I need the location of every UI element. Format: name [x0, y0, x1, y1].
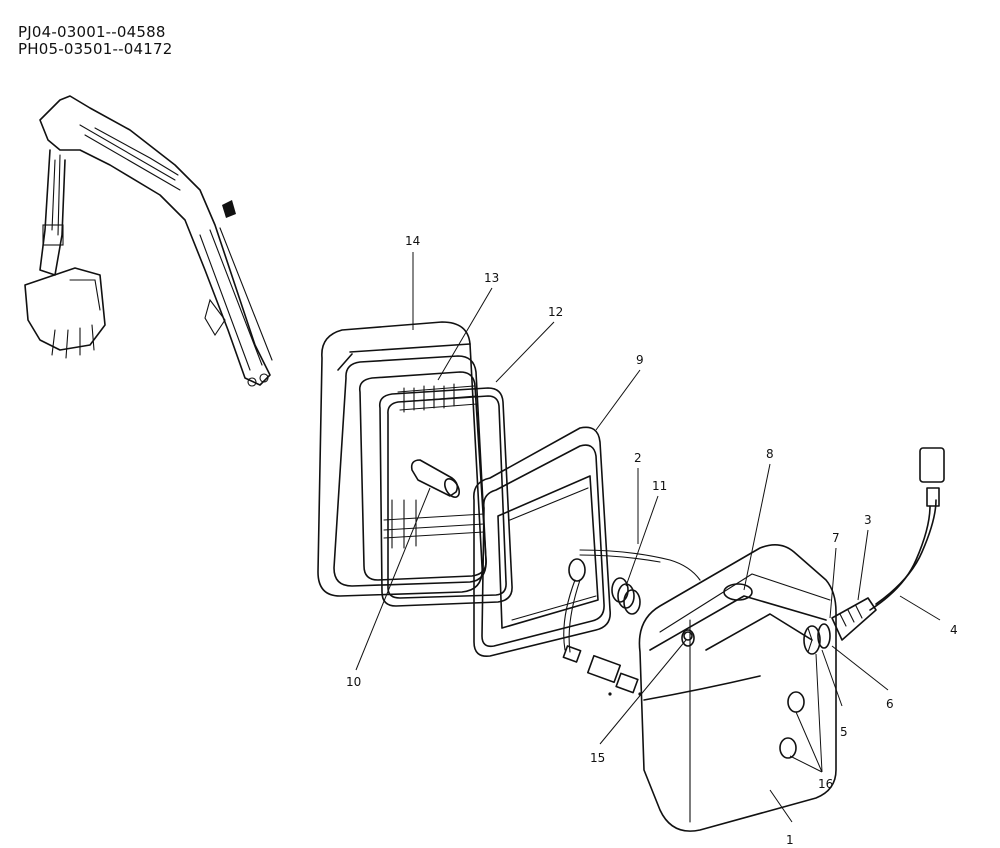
callout-4: 4	[950, 623, 958, 637]
callout-3: 3	[864, 513, 872, 527]
leader-lines	[355, 252, 941, 823]
serial-range-1: PJ04-03001--04588	[18, 23, 166, 41]
part-1-lamp-body	[638, 544, 837, 832]
callout-6: 6	[886, 697, 894, 711]
callout-10: 10	[346, 675, 361, 689]
part-5-6-7-grommet	[803, 623, 831, 655]
callout-8: 8	[766, 447, 774, 461]
part-9-reflector	[473, 426, 612, 658]
serial-range-block: PJ04-03001--04588 PH05-03501--04172	[18, 24, 172, 58]
callout-16: 16	[818, 777, 833, 791]
callout-7: 7	[832, 531, 840, 545]
part-4-cable	[869, 447, 945, 611]
callout-2: 2	[634, 451, 642, 465]
part-13-lens	[358, 371, 487, 581]
part-11-spring	[611, 577, 641, 615]
part-2-wire-harness	[562, 549, 701, 696]
callout-1: 1	[786, 833, 794, 847]
part-3-cable-boot	[831, 597, 877, 641]
part-14-lamp-frame	[317, 321, 487, 597]
callout-5: 5	[840, 725, 848, 739]
callout-15: 15	[590, 751, 605, 765]
part-10-bulb	[410, 459, 461, 498]
serial-range-2: PH05-03501--04172	[18, 40, 173, 58]
callout-11: 11	[652, 479, 667, 493]
callout-14: 14	[405, 234, 420, 248]
excavator-boom-sketch	[24, 95, 273, 387]
part-15-screw	[683, 631, 693, 641]
callout-13: 13	[484, 271, 499, 285]
callout-labels: 14 13 12 9 2 11 8 3 7 4 5 6 10 15 16 1	[346, 234, 958, 847]
part-12-gasket	[378, 387, 513, 607]
callout-12: 12	[548, 305, 563, 319]
callout-9: 9	[636, 353, 644, 367]
